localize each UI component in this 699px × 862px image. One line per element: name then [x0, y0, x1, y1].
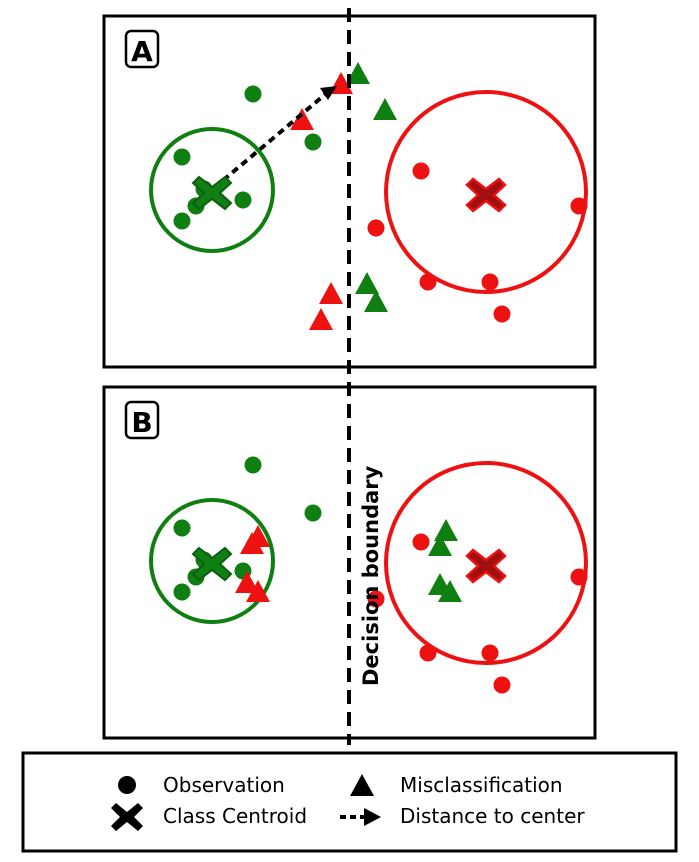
green-observation — [173, 519, 191, 537]
green-class-circle — [149, 127, 275, 253]
green-observation — [244, 456, 262, 474]
panel-b-label-box: B — [124, 400, 160, 440]
red-misclassification — [290, 108, 314, 130]
legend-distance: Distance to center — [400, 804, 585, 828]
red-observation — [493, 305, 511, 323]
red-misclassification — [235, 571, 259, 593]
red-observation — [412, 162, 430, 180]
green-misclassification — [364, 290, 388, 312]
red-observation — [419, 644, 437, 662]
centroid-icon — [111, 803, 143, 831]
red-observation — [570, 568, 588, 586]
green-observation — [173, 212, 191, 230]
green-misclassification — [346, 62, 370, 84]
distance-arrow-head — [320, 86, 337, 100]
red-misclassification — [246, 580, 270, 602]
green-observation — [244, 85, 262, 103]
red-observation — [570, 197, 588, 215]
red-observation — [481, 273, 499, 291]
green-observation — [173, 583, 191, 601]
legend-misclassification: Misclassification — [400, 773, 563, 797]
panel-a-label-box: A — [124, 29, 160, 69]
red-observation — [367, 590, 385, 608]
red-observation — [419, 273, 437, 291]
panel-a-label: A — [131, 35, 153, 68]
red-class-circle — [384, 461, 588, 665]
legend-box — [21, 751, 678, 853]
observation-icon — [118, 776, 136, 794]
decision-boundary-label: Decision boundary — [359, 465, 383, 686]
green-observation — [234, 191, 252, 209]
misclassification-icon — [350, 774, 374, 796]
green-class-circle — [149, 498, 275, 624]
green-misclassification — [373, 98, 397, 120]
distance-arrow-line — [212, 90, 330, 190]
green-observation — [304, 133, 322, 151]
legend: Observation Class Centroid Misclassifica… — [21, 751, 678, 853]
green-misclassification — [428, 534, 452, 556]
green-misclassification — [355, 272, 379, 294]
green-centroid-icon — [191, 175, 233, 211]
red-class-circle — [384, 90, 588, 294]
distance-icon-head — [364, 808, 381, 826]
green-centroid-icon — [191, 546, 233, 582]
panel-b-content — [149, 456, 588, 694]
legend-observation: Observation — [163, 773, 285, 797]
red-observation — [493, 676, 511, 694]
green-observation — [304, 504, 322, 522]
red-centroid-icon — [465, 548, 507, 584]
red-observation — [412, 533, 430, 551]
green-misclassification — [434, 519, 458, 541]
green-observation — [173, 148, 191, 166]
panel-b-label: B — [131, 406, 152, 439]
legend-centroid: Class Centroid — [163, 804, 307, 828]
red-centroid-icon — [465, 177, 507, 213]
red-misclassification — [319, 282, 343, 304]
red-observation — [481, 644, 499, 662]
green-misclassification — [438, 580, 462, 602]
red-observation — [367, 219, 385, 237]
red-misclassification — [309, 308, 333, 330]
panel-a-content — [149, 62, 588, 330]
red-misclassification — [240, 532, 264, 554]
